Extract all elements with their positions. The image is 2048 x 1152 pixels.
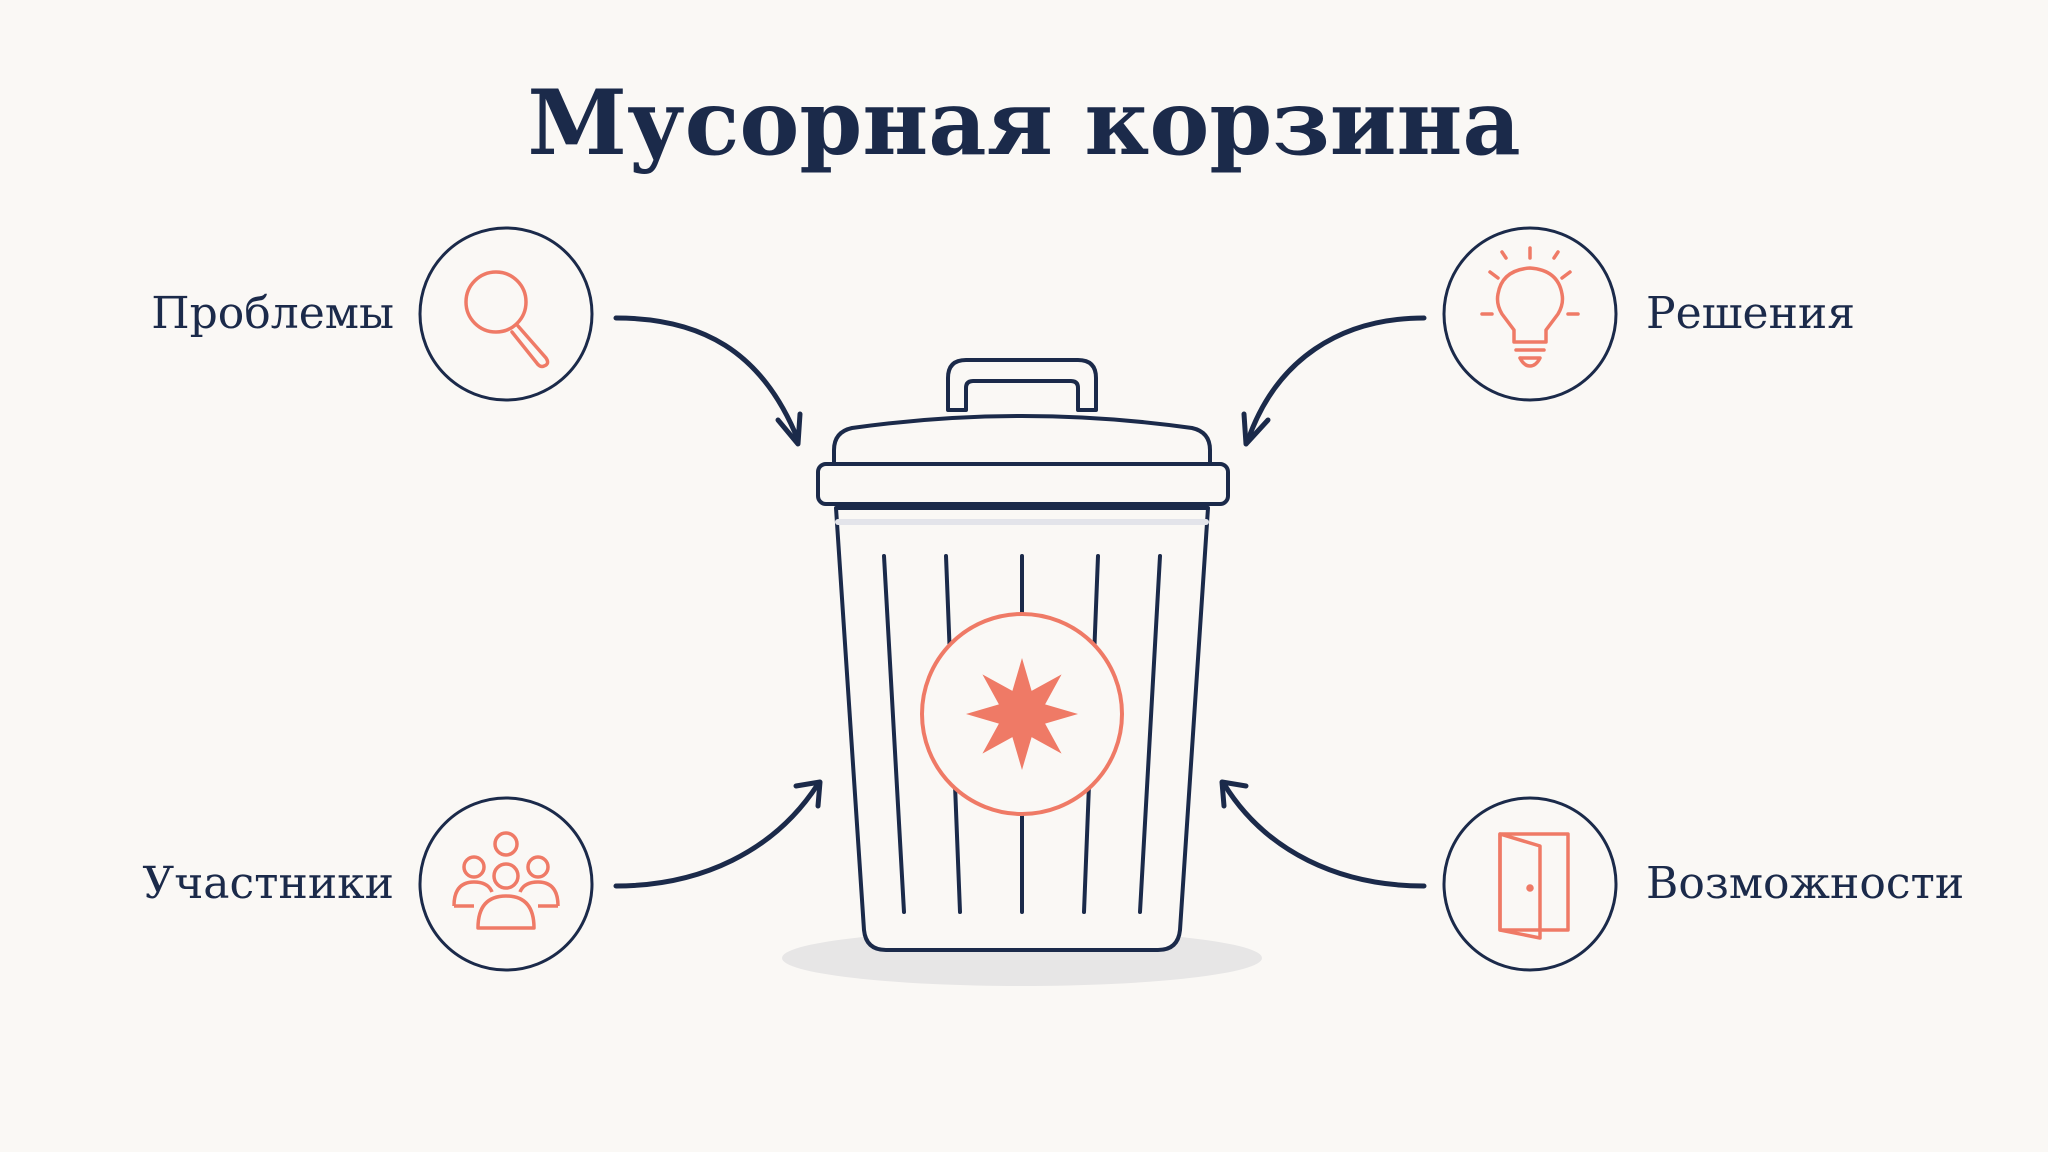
- arrowhead-participants: [793, 779, 823, 809]
- label-opportunities: Возможности: [1646, 858, 1965, 909]
- node-participants: [418, 796, 594, 972]
- page-title: Мусорная корзина: [527, 70, 1521, 176]
- lightbulb-icon: [1480, 246, 1580, 368]
- people-group-icon: [452, 831, 560, 930]
- node-solutions: [1442, 226, 1618, 402]
- arrow-opportunities: [1221, 781, 1427, 889]
- open-door-icon: [1498, 832, 1570, 940]
- label-problems: Проблемы: [151, 288, 394, 339]
- arrowhead-problems: [775, 411, 803, 447]
- arrow-participants: [613, 781, 821, 889]
- label-participants: Участники: [142, 858, 394, 909]
- connector-arrows: [613, 315, 1427, 889]
- magnifier-icon: [464, 270, 550, 369]
- arrowhead-solutions: [1241, 411, 1271, 447]
- node-problems: [418, 226, 594, 402]
- arrowhead-opportunities: [1219, 779, 1249, 809]
- arrow-solutions: [1245, 315, 1427, 443]
- arrow-problems: [613, 315, 801, 443]
- node-opportunities: [1442, 796, 1618, 972]
- eight-point-star-icon: [920, 612, 1124, 816]
- label-solutions: Решения: [1646, 288, 1855, 339]
